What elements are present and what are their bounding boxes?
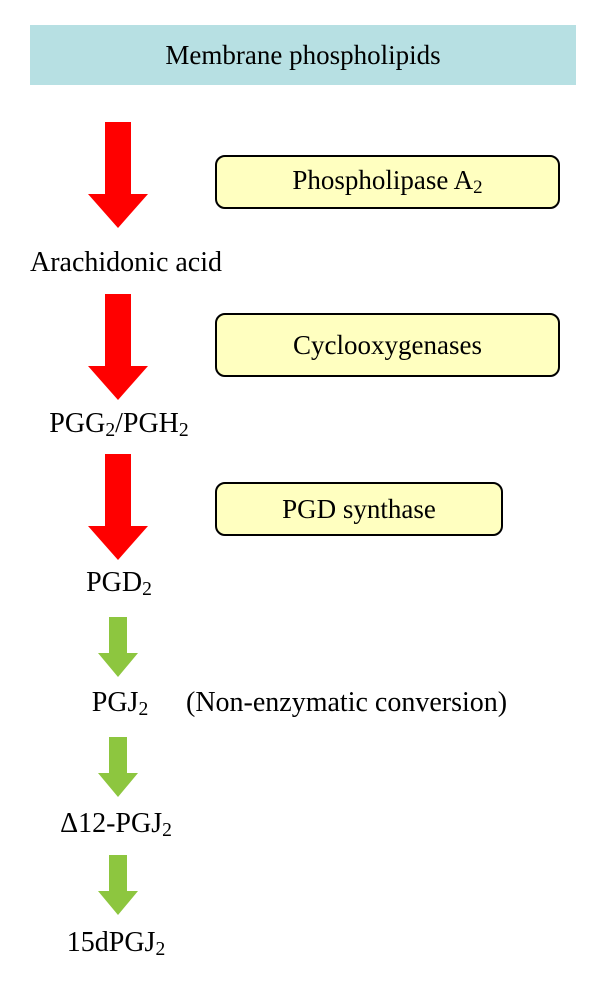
red-arrow-2 <box>88 294 148 400</box>
header-title: Membrane phospholipids <box>165 39 441 70</box>
red-arrow-3 <box>88 454 148 560</box>
red-arrow-1 <box>88 122 148 228</box>
green-arrow-2 <box>98 737 138 797</box>
compound-delta12-pgj2: Δ12-PGJ2 <box>60 808 172 841</box>
green-arrow-3 <box>98 855 138 915</box>
green-arrow-1 <box>98 617 138 677</box>
enzyme-phospholipase-a2: Phospholipase A2 <box>215 155 560 209</box>
enzyme-label: Cyclooxygenases <box>293 329 482 360</box>
enzyme-label: PGD synthase <box>282 493 436 524</box>
membrane-phospholipids-header: Membrane phospholipids <box>30 25 576 85</box>
enzyme-pgd-synthase: PGD synthase <box>215 482 503 536</box>
compound-15dpgj2: 15dPGJ2 <box>66 927 166 960</box>
compound-pgd2: PGD2 <box>86 567 152 600</box>
compound-pgj2: PGJ2 <box>91 687 149 720</box>
non-enzymatic-note: (Non-enzymatic conversion) <box>186 687 508 718</box>
compound-arachidonic-acid: Arachidonic acid <box>29 247 223 278</box>
enzyme-label: Phospholipase A2 <box>292 165 483 198</box>
compound-pgg2-pgh2: PGG2/PGH2 <box>49 408 189 441</box>
enzyme-cyclooxygenases: Cyclooxygenases <box>215 313 560 377</box>
